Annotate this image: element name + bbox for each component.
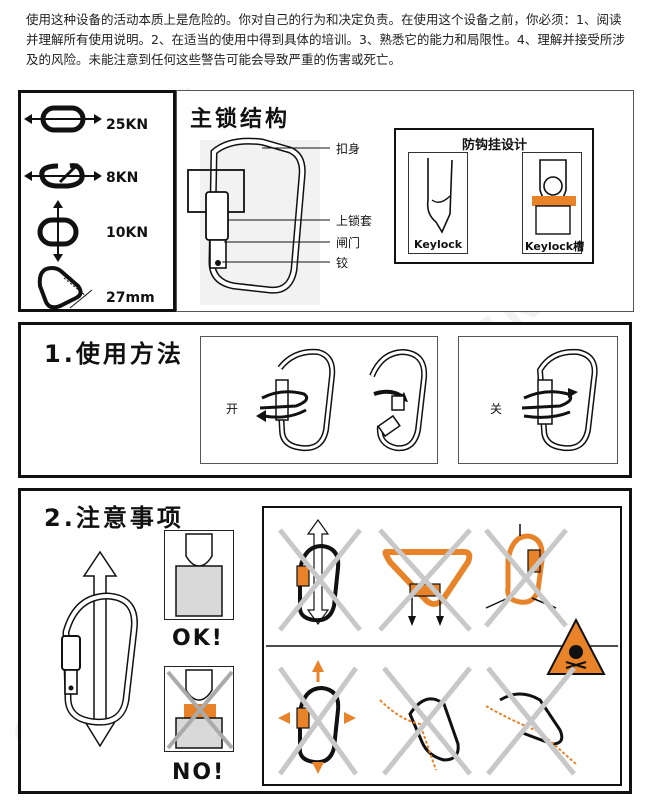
- part-label-gate: 闸门: [336, 236, 361, 250]
- spec-label-25kn: 25KN: [106, 117, 149, 133]
- no-box: [164, 666, 234, 752]
- part-label-body: 扣身: [336, 142, 361, 156]
- usage-title: 1.使用方法: [44, 340, 184, 368]
- usage-close-label: 关: [490, 402, 503, 416]
- part-label-sleeve: 上锁套: [336, 214, 373, 228]
- anti-snag-title: 防钩挂设计: [462, 138, 528, 153]
- spec-label-8kn: 8KN: [106, 170, 139, 186]
- ok-box: [164, 530, 234, 620]
- spec-label-27mm: 27mm: [106, 290, 155, 306]
- spec-label-10kn: 10KN: [106, 225, 149, 241]
- spec-panel: [18, 90, 176, 312]
- usage-close-box: [458, 336, 618, 464]
- keylock-slot-label: Keylock槽: [525, 240, 585, 253]
- notes-title: 2.注意事项: [44, 504, 184, 532]
- no-label: NO!: [172, 760, 226, 785]
- usage-open-label: 开: [226, 402, 239, 416]
- structure-title: 主锁结构: [190, 107, 291, 132]
- part-label-hinge: 铰: [336, 256, 349, 270]
- ok-label: OK!: [172, 626, 224, 651]
- wrong-usage-grid: [262, 506, 622, 786]
- keylock-label: Keylock: [414, 238, 463, 251]
- warning-text: 使用这种设备的活动本质上是危险的。你对自己的行为和决定负责。在使用这个设备之前，…: [26, 12, 625, 67]
